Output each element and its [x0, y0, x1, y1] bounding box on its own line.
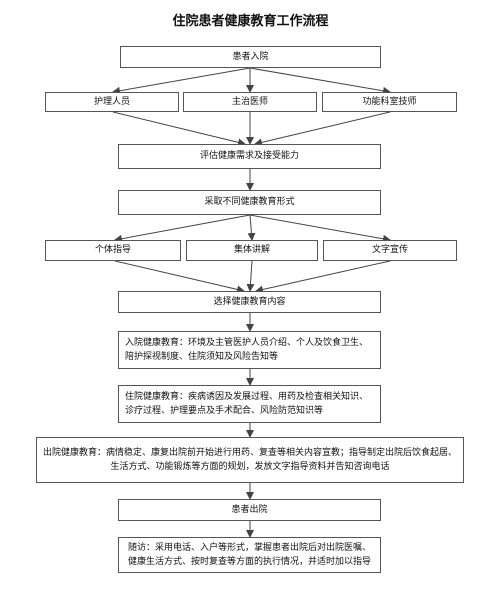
node-group: 集体讲解 [186, 240, 318, 261]
node-admit-edu: 入院健康教育：环境及主管医护人员介绍、个人及饮食卫生、陪护探视制度、住院须知及风… [118, 331, 381, 369]
arrow-tech-assess [254, 111, 391, 147]
arrow-admission-tech [249, 67, 391, 95]
node-followup: 随访：采用电话、入户等形式，掌握患者出院后对出院医嘱、健康生活方式、按时复查等方… [118, 537, 381, 573]
node-individual: 个体指导 [45, 240, 181, 261]
arrow-group-select [246, 260, 255, 292]
arrow-nurse-assess [112, 111, 246, 147]
arrow-forms-written [249, 214, 391, 243]
node-forms: 采取不同健康教育形式 [118, 190, 381, 215]
node-admission: 患者入院 [120, 46, 381, 68]
node-assess: 评估健康需求及接受能力 [118, 144, 381, 169]
arrow-individual-select [114, 260, 245, 294]
node-select: 选择健康教育内容 [118, 291, 381, 313]
node-discharge: 患者出院 [118, 499, 381, 521]
node-written: 文字宣传 [323, 240, 457, 261]
arrow-forms-group [247, 214, 256, 241]
arrow-forms-individual [114, 214, 251, 243]
arrow-written-select [255, 260, 391, 294]
node-stay-edu: 住院健康教育：疾病诱因及发展过程、用药及检查相关知识、诊疗过程、护理要点及手术配… [118, 385, 381, 423]
node-attending: 主治医师 [183, 92, 317, 112]
page-title: 住院患者健康教育工作流程 [172, 14, 329, 29]
node-discharge-edu: 出院健康教育：病情稳定、康复出院前开始进行用药、复查等相关内容宣教；指导制定出院… [36, 437, 464, 483]
node-tech: 功能科室技师 [322, 92, 457, 112]
node-nurse: 护理人员 [45, 92, 179, 112]
arrow-admission-nurse [112, 67, 251, 95]
